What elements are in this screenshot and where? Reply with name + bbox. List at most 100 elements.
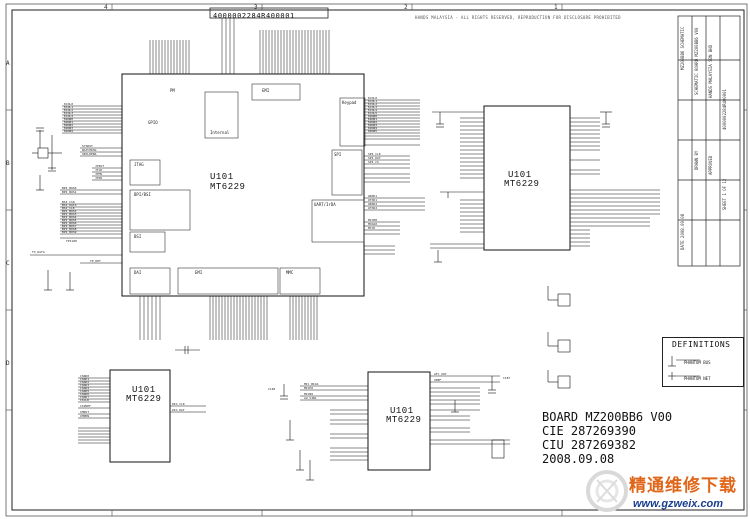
svg-text:KROW2: KROW2 [64,123,73,127]
top-part-number: 4000002284R400001 [213,12,295,20]
svg-text:B: B [6,160,10,167]
svg-text:KROW0: KROW0 [368,114,377,118]
svg-text:BPI_BUS8: BPI_BUS8 [62,227,77,231]
svg-text:MICN0: MICN0 [304,392,313,396]
svg-text:C187: C187 [503,376,510,380]
svg-text:3: 3 [254,4,258,11]
board-info-line4: 2008.09.08 [542,452,615,466]
svg-text:KCOL1: KCOL1 [64,105,73,109]
svg-text:KCOL3: KCOL3 [368,105,377,109]
svg-text:BSI_DATA: BSI_DATA [62,203,77,207]
board-info-line3: CIU 287269382 [542,438,636,452]
right-chip-right-pins [570,117,660,247]
svg-text:JTAG: JTAG [134,162,144,167]
lower-center-chip-part: MT6229 [386,415,422,425]
svg-text:AU_VIN1: AU_VIN1 [304,396,317,400]
svg-text:C148: C148 [268,387,275,391]
svg-text:BPI_BUS0: BPI_BUS0 [62,186,77,190]
svg-text:BSI: BSI [134,234,142,239]
svg-text:HANDS MALAYSIA SDN BHD: HANDS MALAYSIA SDN BHD [708,44,713,98]
bottom-caps [175,346,200,354]
svg-text:CSRD7: CSRD7 [80,395,89,399]
svg-text:CSRD5: CSRD5 [80,389,89,393]
svg-text:MZ200BB6 SCHEMATIC: MZ200BB6 SCHEMATIC [680,26,685,70]
svg-text:SYSRST: SYSRST [82,144,93,148]
watermark: 精通维修下载 www.gzweix.com [585,468,745,516]
svg-text:MMC: MMC [286,270,294,275]
svg-text:SRCLKENA: SRCLKENA [82,152,97,156]
main-chip-bottom-pins [139,296,318,340]
svg-text:KROW4: KROW4 [64,129,73,133]
board-info-block: BOARD MZ200BB6 V00 CIE 287269390 CIU 287… [542,410,672,466]
svg-text:DRAWN BY: DRAWN BY [694,150,699,170]
svg-text:BPI_BUS3: BPI_BUS3 [62,212,77,216]
title-block [677,15,741,267]
svg-text:KCOL0: KCOL0 [64,102,73,106]
watermark-url: www.gzweix.com [633,498,724,510]
svg-text:MIC_BIAS: MIC_BIAS [304,382,319,386]
svg-text:URXD1: URXD1 [368,194,377,198]
svg-text:MICP0: MICP0 [304,386,313,390]
definitions-symbols [668,356,700,380]
main-chip-part: MT6229 [210,182,246,192]
zone-ticks [6,4,747,516]
lower-center-components [280,376,505,481]
svg-text:APPROVED: APPROVED [708,155,713,175]
svg-text:EMI: EMI [195,270,203,275]
svg-text:CSRD0: CSRD0 [80,374,89,378]
svg-text:KCOL0: KCOL0 [368,96,377,100]
lower-left-chip-pins [78,377,206,444]
svg-text:PHANTOM BUS: PHANTOM BUS [684,360,711,365]
svg-text:BPI_BUS2: BPI_BUS2 [62,209,77,213]
svg-text:KROW2: KROW2 [368,120,377,124]
lower-left-chip-outline [109,369,171,463]
svg-text:KROW3: KROW3 [368,123,377,127]
right-chip-ref: U101 [508,170,532,180]
svg-text:SPI_CS: SPI_CS [368,160,379,164]
svg-text:SPI_DAT: SPI_DAT [368,156,381,160]
svg-text:CMRST: CMRST [80,410,89,414]
svg-text:C: C [6,260,10,267]
svg-text:BPI_BUS5: BPI_BUS5 [62,218,77,222]
svg-text:BSI_CLK: BSI_CLK [62,206,75,210]
main-chip-left-pins [30,105,122,264]
svg-text:DIO_DAT: DIO_DAT [172,408,185,412]
svg-text:BPI_BUS9: BPI_BUS9 [62,230,77,234]
svg-text:KROW4: KROW4 [368,126,377,130]
svg-text:DATE 2008.09.08: DATE 2008.09.08 [680,213,685,250]
definitions-box: DEFINITIONS [662,337,744,387]
svg-text:SCHEMATIC BOARD MZ200BB6 V00: SCHEMATIC BOARD MZ200BB6 V00 [694,27,699,95]
svg-text:JTMS: JTMS [95,172,102,176]
svg-text:UART/IrDA: UART/IrDA [314,202,336,207]
svg-text:GPIO: GPIO [148,120,158,125]
svg-text:CSVREF: CSVREF [80,404,91,408]
board-info-line2: CIE 287269390 [542,424,636,438]
svg-text:DIO_CLK: DIO_CLK [172,402,185,406]
title-block-text: MZ200BB6 SCHEMATIC SCHEMATIC BOARD MZ200… [680,26,727,250]
right-switches [547,286,571,389]
svg-text:MCDA0: MCDA0 [368,222,377,226]
svg-text:VREF: VREF [434,378,441,382]
svg-text:BSI_CS0: BSI_CS0 [62,200,75,204]
svg-text:CMPDN: CMPDN [80,414,89,418]
svg-text:Internal: Internal [210,130,230,135]
sheet-frame [5,3,748,517]
svg-text:BPI_BUS6: BPI_BUS6 [62,221,77,225]
svg-text:BPI_BUS4: BPI_BUS4 [62,215,77,219]
lower-center-chip-pins [300,375,510,461]
svg-text:MCCK: MCCK [368,226,375,230]
svg-text:1: 1 [554,4,558,11]
svg-text:SPI_CLK: SPI_CLK [368,152,381,156]
main-chip-right-pins [364,99,425,255]
svg-text:JTRST: JTRST [95,164,104,168]
svg-text:CSRD2: CSRD2 [80,380,89,384]
svg-text:KROW3: KROW3 [64,126,73,130]
lower-left-chip-ref: U101 [132,385,156,395]
svg-text:KCOL2: KCOL2 [368,102,377,106]
svg-text:KCOL3: KCOL3 [64,111,73,115]
